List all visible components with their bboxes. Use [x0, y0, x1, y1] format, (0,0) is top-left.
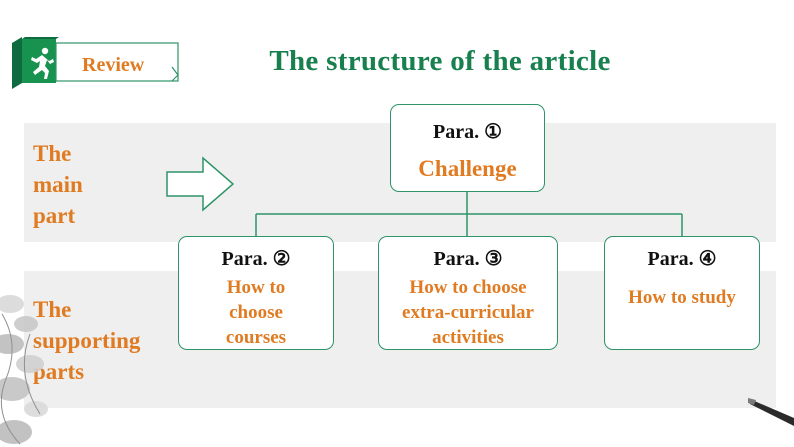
review-label: Review — [82, 54, 145, 76]
node-para-2-desc-line-1: How to — [226, 277, 286, 298]
page-title: The structure of the article — [269, 45, 611, 77]
node-para-2: Para. ② How to choose courses — [178, 236, 334, 350]
decorative-brush-image — [748, 398, 794, 426]
right-arrow-icon — [166, 156, 235, 212]
decorative-flower-image — [0, 295, 48, 445]
node-para-4-desc: How to study — [628, 287, 736, 308]
main-part-label: The main part — [33, 141, 83, 228]
node-para-4: Para. ④ How to study — [604, 236, 760, 350]
node-para-3-desc-line-2: extra-curricular — [402, 302, 534, 323]
node-para-2-label: Para. ② — [221, 248, 291, 270]
node-para-3-desc-line-1: How to choose — [409, 277, 527, 298]
node-para-3-desc-line-3: activities — [432, 327, 504, 348]
node-para-3: Para. ③ How to choose extra-curricular a… — [378, 236, 558, 350]
node-para-3-label: Para. ③ — [433, 248, 503, 270]
node-para-4-label: Para. ④ — [647, 248, 717, 270]
node-para-1: Para. ① Challenge — [390, 104, 545, 192]
node-para-1-label: Para. ① — [432, 121, 503, 143]
review-badge — [12, 37, 179, 89]
node-para-2-desc-line-2: choose — [229, 302, 283, 323]
runner-icon — [31, 47, 54, 79]
node-para-1-desc: Challenge — [418, 156, 517, 181]
node-para-2-desc-line-3: courses — [225, 327, 287, 348]
